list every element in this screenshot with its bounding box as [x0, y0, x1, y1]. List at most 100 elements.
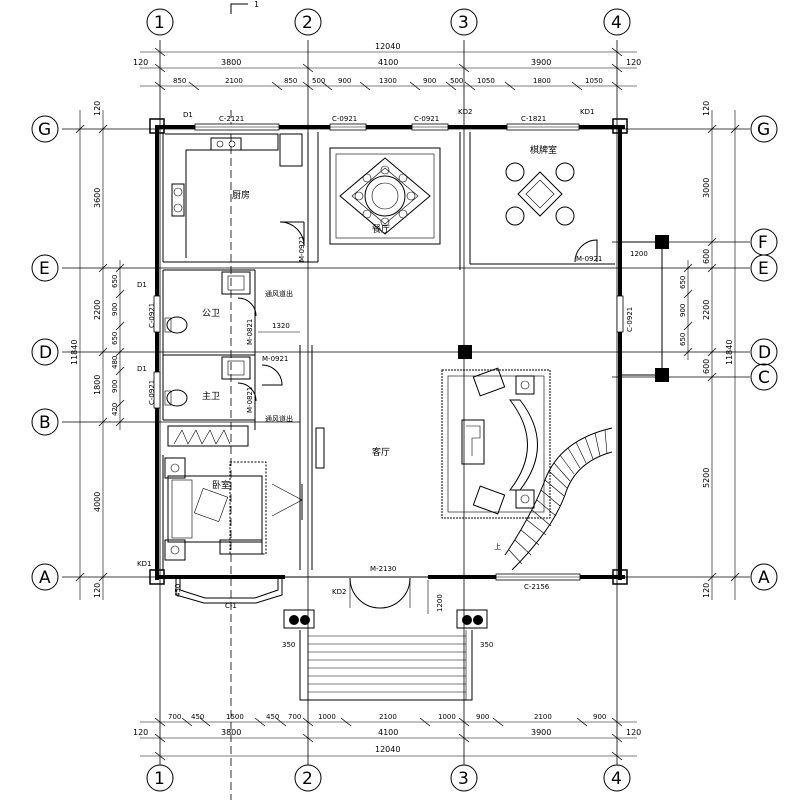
entry-porch: 350 350 1200 450 [174, 576, 493, 701]
label-d1-top: D1 [183, 111, 193, 119]
label-m0921-chess: M-0921 [576, 255, 602, 263]
dimensions-bottom: 700 450 1500 450 700 1000 2100 1000 900 … [133, 713, 641, 761]
label-c0921-master: C-0921 [148, 380, 156, 405]
label-c1: C-1 [225, 602, 237, 610]
dim-right-5200: 5200 [702, 468, 711, 488]
openings: D1 C-2121 C-0921 C-0921 KD2 C-1821 KD1 M… [137, 108, 634, 610]
dimensions-right: 650 900 650 120 3000 600 2200 600 5200 1… [679, 101, 740, 600]
dim-bot-d8: 1000 [438, 713, 456, 721]
dim-right-d1: 650 [679, 276, 687, 289]
label-c0921-a: C-0921 [332, 115, 357, 123]
axis-label-1-top: 1 [154, 13, 165, 33]
room-bedroom: 卧室 [212, 479, 230, 491]
dim-bot-bay-2: 4100 [378, 728, 398, 737]
dim-right-d3: 650 [679, 333, 687, 346]
dim-left-2200: 2200 [93, 300, 102, 320]
room-living: 客厅 [372, 446, 390, 458]
axis-label-2-top: 2 [302, 13, 313, 33]
label-kd1-top: KD1 [580, 108, 594, 116]
dim-top-d6: 1300 [379, 77, 397, 85]
note-1200-f: 1200 [630, 250, 648, 258]
dim-top-d5: 900 [338, 77, 351, 85]
dim-left-4000: 4000 [93, 492, 102, 512]
dim-right-120-top: 120 [702, 101, 711, 116]
dim-bot-d11: 900 [593, 713, 606, 721]
label-m0921-kitchen: M-0921 [298, 236, 306, 262]
axis-label-3-top: 3 [458, 13, 469, 33]
label-m0921-bed: M-0921 [262, 355, 288, 363]
doors [237, 221, 598, 609]
master-wc: 主卫 通风道出 [164, 356, 293, 423]
note-vent-a: 通风道出 [265, 289, 293, 298]
public-wc: 公卫 通风道出 1320 [164, 271, 300, 334]
dim-bot-bay-1: 3800 [221, 728, 241, 737]
dim-bot-oh-right: 120 [626, 728, 641, 737]
room-public-wc: 公卫 [202, 308, 220, 319]
axis-label-E-right: E [758, 259, 769, 279]
axis-label-G-left: G [38, 120, 51, 140]
dim-top-d11: 1050 [585, 77, 603, 85]
label-m0821-master: M-0821 [246, 387, 254, 413]
dining: 餐厅 [329, 147, 441, 245]
axis-label-C-right: C [758, 368, 770, 388]
dimensions-left: 11840 120 3600 2200 1800 4000 120 650 90… [70, 101, 125, 600]
dim-bot-d5: 700 [288, 713, 301, 721]
note-1320: 1320 [272, 322, 290, 330]
dim-top-d3: 850 [284, 77, 297, 85]
note-450: 450 [174, 584, 182, 597]
dim-top-bay-3: 3900 [531, 58, 551, 67]
chess-room: 棋牌室 1200 [505, 144, 648, 258]
dim-bot-total: 12040 [375, 745, 400, 754]
dim-top-total: 12040 [375, 42, 400, 51]
dim-bot-d6: 1000 [318, 713, 336, 721]
dim-left-120-top: 120 [93, 101, 102, 116]
dim-left-d5: 900 [111, 380, 119, 393]
axis-label-3-bottom: 3 [458, 769, 469, 789]
axis-label-B-left: B [39, 413, 51, 433]
dim-top-oh-left: 120 [133, 58, 148, 67]
label-c0921-b: C-0921 [414, 115, 439, 123]
axis-label-A-left: A [39, 568, 51, 588]
label-kd2-bottom: KD2 [332, 588, 346, 596]
dim-left-total: 11840 [70, 340, 79, 365]
dim-bot-d10: 2100 [534, 713, 552, 721]
dim-right-600-a: 600 [702, 249, 711, 264]
note-350-left: 350 [282, 641, 295, 649]
dim-bot-d2: 450 [191, 713, 204, 721]
dim-left-1800: 1800 [93, 375, 102, 395]
dim-left-3600: 3600 [93, 188, 102, 208]
dim-top-bay-1: 3800 [221, 58, 241, 67]
axis-label-4-top: 4 [611, 13, 622, 33]
dim-left-d2: 900 [111, 303, 119, 316]
dim-left-d3: 650 [111, 332, 119, 345]
room-chess: 棋牌室 [530, 144, 557, 156]
label-c0921-right: C-0921 [626, 307, 634, 332]
axis-label-G-right: G [757, 120, 770, 140]
dim-left-d1: 650 [111, 275, 119, 288]
axis-bubbles-top: 1 2 3 4 [146, 8, 631, 36]
dim-bot-d7: 2100 [379, 713, 397, 721]
axis-label-E-left: E [39, 259, 50, 279]
dim-bot-d9: 900 [476, 713, 489, 721]
axis-label-A-right: A [758, 568, 770, 588]
dim-left-d6: 420 [111, 403, 119, 416]
note-vent-b: 通风道出 [265, 414, 293, 423]
label-kd2-top: KD2 [458, 108, 472, 116]
dim-bot-d1: 700 [168, 713, 181, 721]
dim-bot-bay-3: 3900 [531, 728, 551, 737]
dim-right-2200: 2200 [702, 300, 711, 320]
dim-right-120-bot: 120 [702, 583, 711, 598]
axis-bubbles-right: G F E D C A [750, 115, 778, 591]
dim-top-d4: 500 [312, 77, 325, 85]
dim-right-total: 11840 [725, 340, 734, 365]
label-c0921-pub: C-0921 [148, 303, 156, 328]
windows [153, 123, 624, 581]
dim-top-d8: 500 [450, 77, 463, 85]
dim-left-120-bot: 120 [93, 583, 102, 598]
living-room: 客厅 [315, 367, 551, 519]
axis-label-D-left: D [39, 343, 52, 363]
label-kd1-bottom: KD1 [137, 560, 151, 568]
dim-right-600-b: 600 [702, 359, 711, 374]
axis-label-2-bottom: 2 [302, 769, 313, 789]
